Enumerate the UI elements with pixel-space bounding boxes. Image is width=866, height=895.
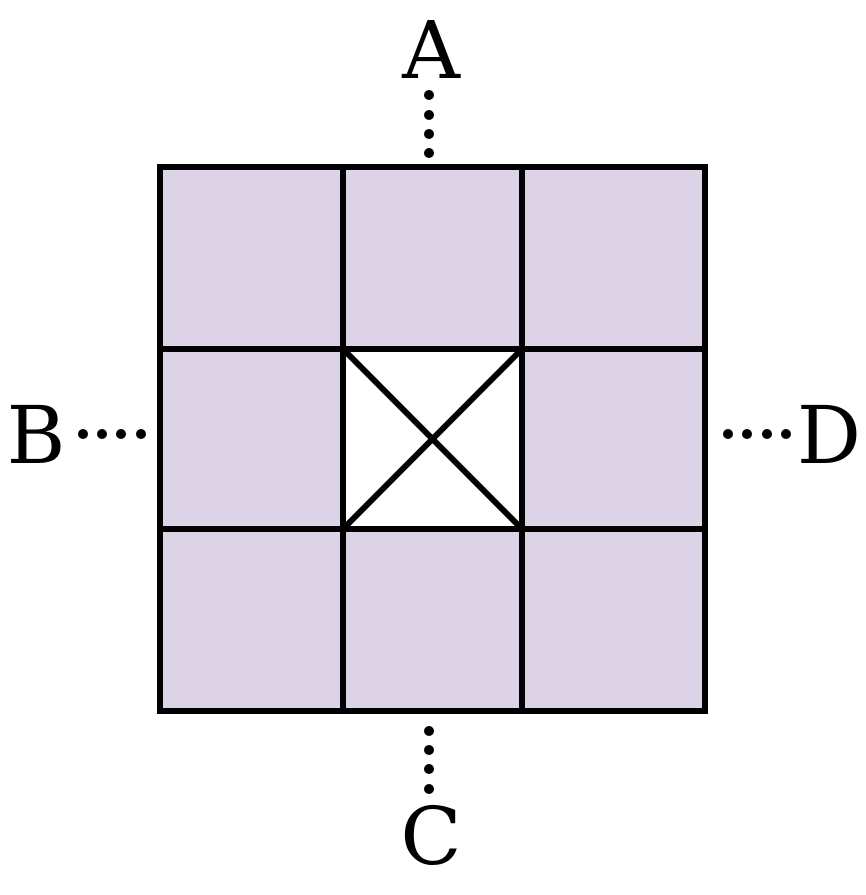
dotted-leader-top xyxy=(424,90,434,158)
dotted-leader-right xyxy=(723,429,791,439)
label-top: A xyxy=(401,4,461,97)
label-bottom: C xyxy=(400,790,461,883)
cell-top-left xyxy=(160,167,343,349)
label-left: B xyxy=(7,389,66,482)
grid-lines xyxy=(157,164,708,714)
cell-bottom-right xyxy=(522,529,705,711)
cell-bottom-left xyxy=(160,529,343,711)
center-diagonal-2 xyxy=(338,344,527,534)
cell-middle-right xyxy=(522,349,705,529)
cell-top-right xyxy=(522,167,705,349)
cell-middle-left xyxy=(160,349,343,529)
cell-bottom-center xyxy=(343,529,522,711)
label-right: D xyxy=(797,389,861,482)
dotted-leader-bottom xyxy=(424,726,434,794)
center-x-mark xyxy=(338,344,527,534)
dotted-leader-left xyxy=(78,429,146,439)
grid-outer-border xyxy=(157,164,708,714)
cell-top-center xyxy=(343,167,522,349)
